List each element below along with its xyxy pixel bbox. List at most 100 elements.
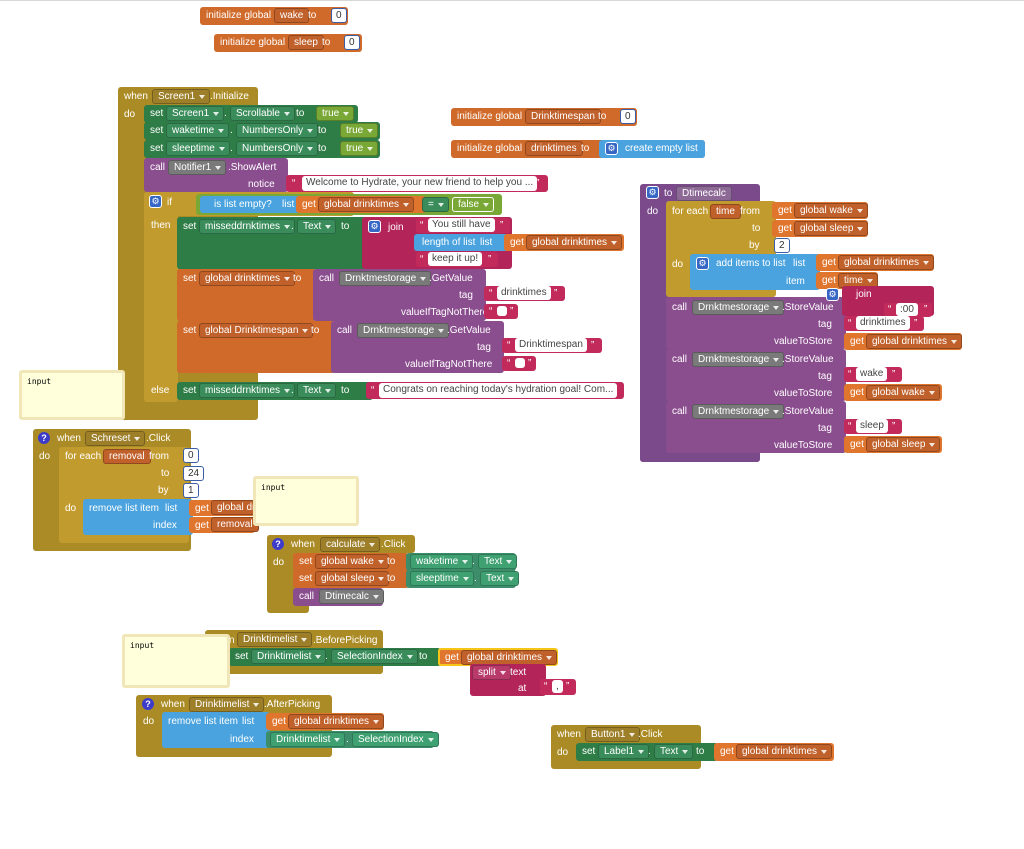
component-dropdown[interactable]: Button1 bbox=[585, 727, 641, 742]
variable-dropdown[interactable]: global drinktimes bbox=[526, 235, 623, 250]
text-tag-drinktimespan[interactable]: “ Drinktimespan ” bbox=[502, 338, 602, 353]
component-dropdown[interactable]: misseddrnktimes bbox=[199, 219, 296, 234]
procedure-dropdown[interactable]: Dtimecalc bbox=[319, 589, 384, 604]
text-tag-sleep[interactable]: “ sleep ” bbox=[844, 419, 902, 434]
variable-dropdown[interactable]: global drinktimes bbox=[318, 197, 415, 212]
variable-dropdown[interactable]: global drinktimes bbox=[866, 334, 963, 349]
global-name-sleep[interactable]: sleep bbox=[288, 35, 324, 50]
get-global-sleep[interactable]: get global sleep bbox=[772, 220, 869, 237]
variable-dropdown[interactable]: global drinktimes bbox=[199, 271, 296, 286]
gear-icon[interactable]: ⚙ bbox=[826, 288, 839, 301]
text-tag-wake[interactable]: “ wake ” bbox=[844, 367, 902, 382]
loop-variable[interactable]: removal bbox=[103, 449, 151, 464]
component-dropdown[interactable]: waketime bbox=[166, 123, 230, 138]
question-mark-icon[interactable]: ? bbox=[142, 698, 154, 710]
component-dropdown[interactable]: waketime bbox=[410, 554, 474, 569]
property-dropdown[interactable]: Text bbox=[478, 554, 518, 569]
procedure-name[interactable]: Dtimecalc bbox=[676, 186, 732, 201]
component-dropdown[interactable]: Drinktimelist bbox=[237, 632, 313, 647]
variable-dropdown[interactable]: global Drinktimespan bbox=[199, 323, 314, 338]
component-dropdown[interactable]: Drnktmestorage bbox=[357, 323, 450, 338]
variable-dropdown[interactable]: global wake bbox=[315, 554, 389, 569]
tag-text[interactable]: drinktimes bbox=[497, 286, 551, 300]
text-you-still-have[interactable]: “ You still have ” bbox=[416, 218, 510, 233]
tag-text[interactable]: sleep bbox=[856, 419, 888, 433]
number-literal-by[interactable]: 2 bbox=[774, 238, 790, 253]
property-dropdown[interactable]: SelectionIndex bbox=[352, 732, 439, 747]
welcome-text[interactable]: Welcome to Hydrate, your new friend to h… bbox=[302, 176, 538, 191]
property-dropdown[interactable]: Text bbox=[297, 219, 337, 234]
number-literal-by[interactable]: 1 bbox=[183, 483, 199, 498]
call-dtimecalc[interactable]: call Dtimecalc bbox=[293, 588, 384, 606]
text-literal-congrats[interactable]: “ Congrats on reaching today's hydration… bbox=[366, 382, 624, 399]
call-storage-getvalue-2[interactable]: call Drnktmestorage .GetValue tag valueI… bbox=[331, 321, 504, 373]
component-dropdown[interactable]: Drnktmestorage bbox=[692, 352, 785, 367]
variable-dropdown[interactable]: time bbox=[838, 273, 878, 288]
init-global-drinktimes-block[interactable]: initialize global drinktimes to ⚙ create… bbox=[451, 140, 705, 158]
component-dropdown[interactable]: Notifier1 bbox=[168, 160, 227, 175]
variable-dropdown[interactable]: global drinktimes bbox=[288, 714, 385, 729]
number-literal[interactable]: 0 bbox=[620, 109, 636, 124]
variable-dropdown[interactable]: global dr bbox=[211, 500, 262, 515]
component-dropdown[interactable]: Drinktimelist bbox=[189, 697, 265, 712]
split-dropdown[interactable]: split bbox=[472, 665, 511, 680]
property-dropdown[interactable]: Text bbox=[654, 744, 694, 759]
get-global-drinktimes[interactable]: get global drinktimes bbox=[844, 333, 963, 350]
component-dropdown[interactable]: Drinktimelist bbox=[251, 649, 327, 664]
component-dropdown[interactable]: Schreset bbox=[85, 431, 146, 446]
component-dropdown[interactable]: Label1 bbox=[598, 744, 650, 759]
property-dropdown[interactable]: Scrollable bbox=[230, 106, 295, 121]
you-still-have-text[interactable]: You still have bbox=[428, 218, 495, 232]
component-dropdown[interactable]: sleeptime bbox=[166, 141, 230, 156]
get-time[interactable]: get time bbox=[816, 272, 878, 289]
component-dropdown[interactable]: Drinktimelist bbox=[270, 732, 346, 747]
text-empty-2[interactable]: “ ” bbox=[502, 356, 536, 371]
property-dropdown[interactable]: Text bbox=[297, 383, 337, 398]
component-dropdown[interactable]: Drnktmestorage bbox=[692, 300, 785, 315]
boolean-dropdown[interactable]: true bbox=[340, 141, 379, 156]
get-global-drinktimes[interactable]: get global drinktimes bbox=[296, 196, 426, 213]
call-notifier1-showalert[interactable]: call Notifier1 .ShowAlert notice bbox=[144, 158, 288, 192]
comment-bubble[interactable]: input bbox=[253, 476, 359, 526]
variable-dropdown[interactable]: removal bbox=[211, 517, 259, 532]
drinktimelist-selectionindex-getter[interactable]: Drinktimelist . SelectionIndex bbox=[266, 731, 439, 748]
boolean-dropdown[interactable]: true bbox=[340, 123, 379, 138]
compare-equal-block[interactable]: is list empty? list get global drinktime… bbox=[196, 194, 502, 215]
global-name-drinktimespan[interactable]: Drinktimespan bbox=[525, 109, 601, 124]
variable-dropdown[interactable]: global drinktimes bbox=[736, 744, 833, 759]
component-dropdown[interactable]: sleeptime bbox=[410, 571, 474, 586]
init-global-drinktimespan-block[interactable]: initialize global Drinktimespan to 0 bbox=[451, 108, 637, 126]
split-text-block[interactable]: split text at bbox=[470, 664, 546, 696]
text-empty-1[interactable]: “ ” bbox=[484, 304, 518, 319]
length-of-list-block[interactable]: length of list list bbox=[414, 234, 508, 251]
set-waketime-numbersonly[interactable]: set waketime . NumbersOnly to true bbox=[144, 122, 380, 140]
gear-icon[interactable]: ⚙ bbox=[696, 257, 709, 270]
empty-text[interactable] bbox=[497, 306, 507, 316]
call-storage-storevalue-1[interactable]: call Drnktmestorage .StoreValue tag valu… bbox=[666, 297, 846, 349]
component-dropdown[interactable]: Drnktmestorage bbox=[339, 271, 432, 286]
variable-dropdown[interactable]: global sleep bbox=[866, 437, 941, 452]
global-name-wake[interactable]: wake bbox=[274, 8, 310, 23]
set-global-drinktimes-getvalue[interactable]: set global drinktimes to bbox=[177, 269, 317, 321]
text-tag-drinktimes[interactable]: “ drinktimes ” bbox=[844, 316, 924, 331]
add-items-to-list-block[interactable]: ⚙ add items to list list item bbox=[690, 254, 820, 290]
get-global-drinktimes[interactable]: get global drinktimes bbox=[504, 234, 624, 251]
boolean-dropdown[interactable]: false bbox=[452, 197, 495, 212]
remove-list-item-block[interactable]: remove list item list index bbox=[162, 712, 270, 748]
call-storage-storevalue-2[interactable]: call Drnktmestorage .StoreValue tag valu… bbox=[666, 349, 846, 401]
component-dropdown[interactable]: misseddrnktimes bbox=[199, 383, 296, 398]
init-global-sleep-block[interactable]: initialize global sleep to 0 bbox=[214, 34, 362, 52]
text-colon00[interactable]: “ :00 ” bbox=[884, 303, 932, 317]
question-mark-icon[interactable]: ? bbox=[38, 432, 50, 444]
tag-text[interactable]: drinktimes bbox=[856, 316, 910, 330]
init-global-wake-block[interactable]: initialize global wake to 0 bbox=[200, 7, 348, 25]
set-label1-text[interactable]: set Label1 . Text to bbox=[576, 743, 718, 761]
comment-bubble[interactable]: input bbox=[122, 634, 230, 688]
if-then-else-block[interactable] bbox=[144, 192, 178, 402]
get-global-drinktimes-selected[interactable]: get global drinktimes bbox=[438, 648, 558, 666]
get-global-wake[interactable]: get global wake bbox=[772, 202, 868, 219]
get-global-sleep[interactable]: get global sleep bbox=[844, 436, 942, 453]
component-dropdown[interactable]: Drnktmestorage bbox=[692, 404, 785, 419]
number-literal[interactable]: 0 bbox=[331, 8, 347, 23]
number-literal-from[interactable]: 0 bbox=[183, 448, 199, 463]
